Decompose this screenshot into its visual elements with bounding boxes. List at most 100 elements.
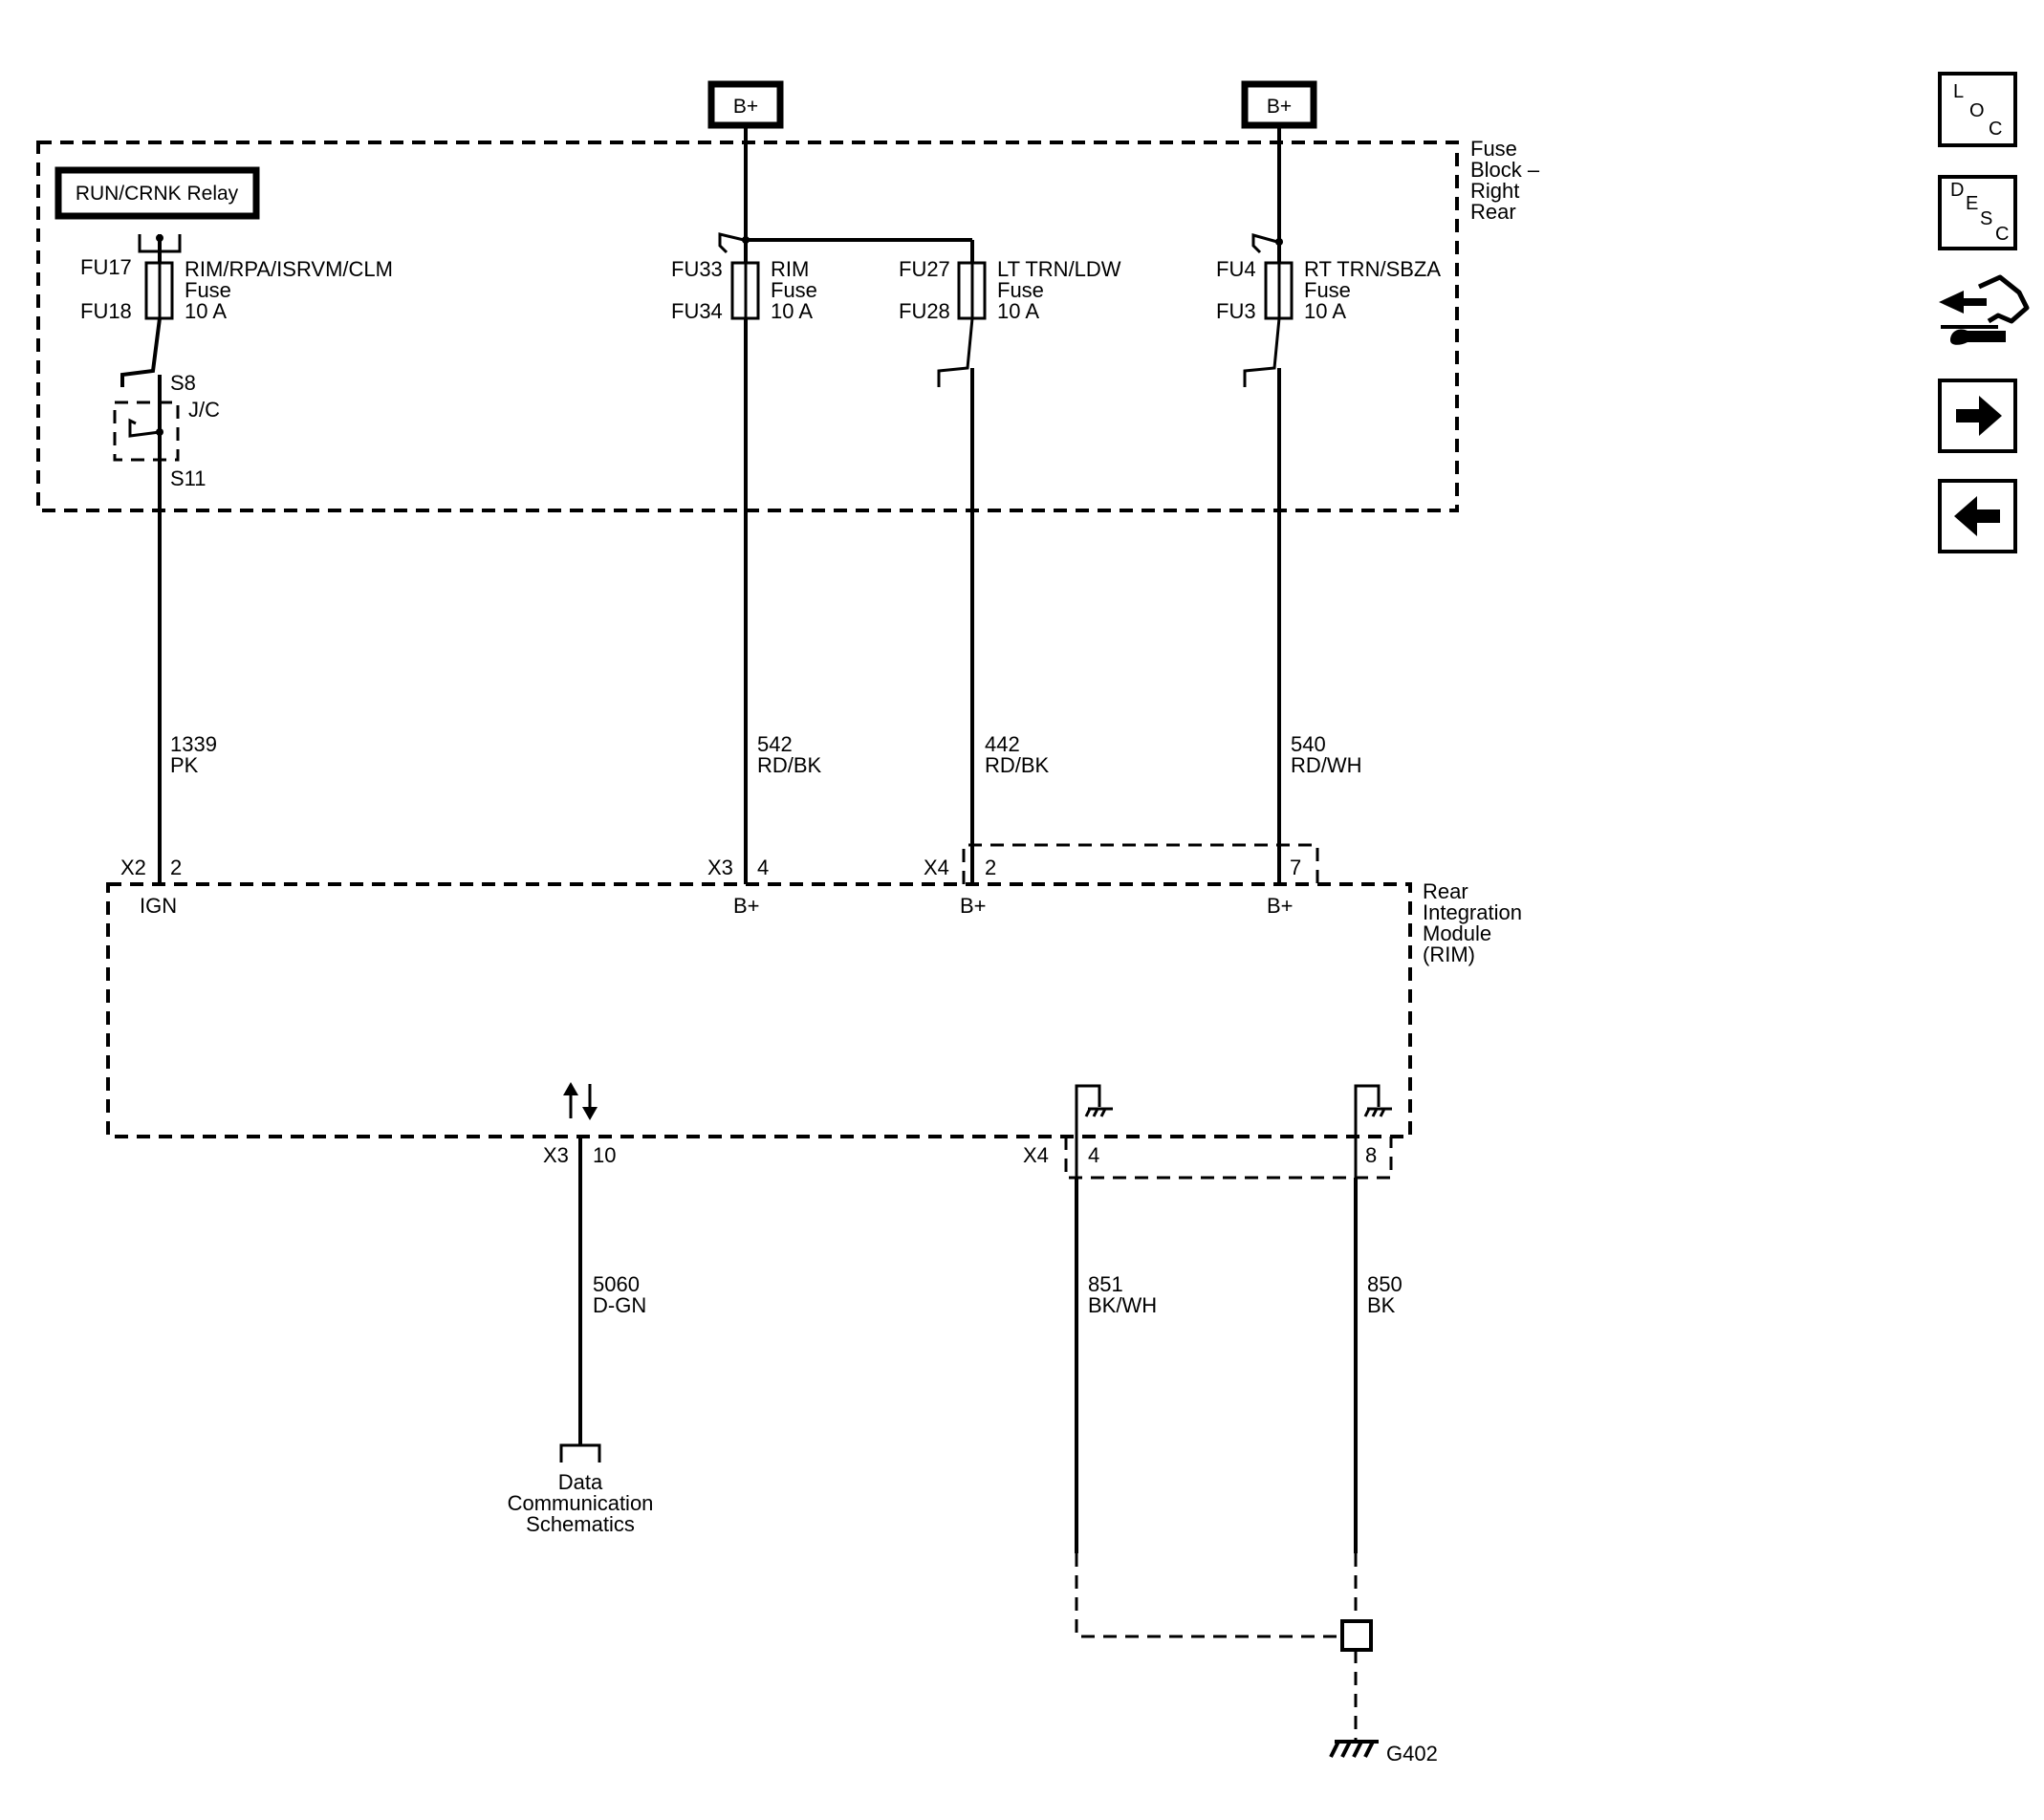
ground-eyelet — [1340, 1619, 1373, 1652]
connector-id: X3 — [543, 1143, 569, 1167]
fuse-block-label-line: Rear — [1470, 200, 1516, 224]
fuse-top-id: FU33 — [671, 257, 723, 281]
data-comm-reference-bracket[interactable] — [559, 1443, 601, 1462]
module-pin-x4-2: X4 2 B+ — [924, 856, 996, 918]
cavity-hook — [937, 317, 974, 387]
desc-letter: D — [1950, 180, 1964, 201]
wire-circuit: 851 — [1088, 1272, 1123, 1296]
fuse-fu4-fu3-labels: FU4 FU3 RT TRN/SBZA Fuse 10 A — [1216, 257, 1441, 323]
wire-label-542: 542 RD/BK — [757, 732, 822, 777]
wire-circuit: 542 — [757, 732, 793, 756]
wire-label-850: 850 BK — [1367, 1272, 1403, 1317]
wire-color: RD/BK — [757, 753, 822, 777]
pin-number: 2 — [170, 856, 182, 879]
loc-letter: C — [1989, 119, 2002, 140]
pin-number: 4 — [1088, 1143, 1099, 1167]
connector-end-view-icon[interactable] — [1939, 274, 2030, 345]
module-pin-x4-4: X4 4 — [1023, 1143, 1099, 1167]
wire-circuit: 5060 — [593, 1272, 640, 1296]
connector-id: X4 — [924, 856, 949, 879]
data-comm-line[interactable]: Schematics — [526, 1512, 635, 1536]
junction-name: J/C — [188, 398, 220, 422]
fuse-rating: 10 A — [1304, 299, 1346, 323]
bplus-source-left: B+ — [707, 80, 784, 129]
wire-circuit: 442 — [985, 732, 1020, 756]
wire-color: RD/WH — [1291, 753, 1362, 777]
bplus-label: B+ — [733, 96, 758, 118]
fuse-fu27-fu28-labels: FU27 FU28 LT TRN/LDW Fuse 10 A — [899, 257, 1121, 323]
wire-circuit: 1339 — [170, 732, 217, 756]
pin-function: B+ — [733, 894, 760, 918]
loc-letter: L — [1953, 81, 1964, 102]
fuse-name: RIM — [771, 257, 809, 281]
loc-letter: O — [1969, 100, 1985, 121]
wire-color: BK/WH — [1088, 1293, 1157, 1317]
module-label-line: Module — [1423, 921, 1491, 945]
fuse-top-id: FU27 — [899, 257, 950, 281]
fuse-bottom-id: FU3 — [1216, 299, 1256, 323]
module-label-line: Integration — [1423, 900, 1522, 924]
module-pin-x4-7: 7 B+ — [1267, 856, 1301, 918]
fuse-type: Fuse — [771, 278, 817, 302]
wire-label-540: 540 RD/WH — [1291, 732, 1362, 777]
module-pin-x3-4: X3 4 B+ — [707, 856, 769, 918]
internal-ground-icon — [1354, 1084, 1392, 1178]
data-comm-line[interactable]: Communication — [508, 1491, 654, 1515]
fuse-block-label-line: Block – — [1470, 158, 1540, 182]
next-page-button[interactable] — [1938, 379, 2017, 453]
fuse-top-id: FU4 — [1216, 257, 1256, 281]
pin-number: 7 — [1290, 856, 1301, 879]
fuse-block-label-line: Fuse — [1470, 137, 1517, 161]
rim-module-outline — [106, 882, 1412, 1138]
cavity-hook — [1243, 317, 1281, 387]
desc-letter: S — [1980, 208, 1992, 229]
fuse-name: LT TRN/LDW — [997, 257, 1121, 281]
fuse-top-id: FU17 — [80, 255, 132, 279]
data-comm-reference-label[interactable]: Data Communication Schematics — [508, 1470, 654, 1536]
desc-button[interactable]: D E S C — [1938, 175, 2017, 250]
fuse-type: Fuse — [185, 278, 231, 302]
wire-color: BK — [1367, 1293, 1396, 1317]
data-comm-line[interactable]: Data — [558, 1470, 603, 1494]
fuse-type: Fuse — [997, 278, 1044, 302]
chassis-ground-icon — [1329, 1740, 1379, 1758]
fuse-name: RT TRN/SBZA — [1304, 257, 1441, 281]
module-pin-x2-2: X2 2 IGN — [120, 856, 182, 918]
wire-label-442: 442 RD/BK — [985, 732, 1050, 777]
fuse-name: RIM/RPA/ISRVM/CLM — [185, 257, 393, 281]
pin-number: 10 — [593, 1143, 616, 1167]
fuse-block-label-line: Right — [1470, 179, 1519, 203]
rim-module-label: Rear Integration Module (RIM) — [1423, 879, 1522, 966]
x4-bottom-connector-outline — [1064, 1137, 1393, 1180]
previous-page-button[interactable] — [1938, 479, 2017, 553]
connector-id: X3 — [707, 856, 733, 879]
fuse-rating: 10 A — [771, 299, 813, 323]
ground-id: G402 — [1386, 1742, 1438, 1766]
wire-label-851: 851 BK/WH — [1088, 1272, 1157, 1317]
pin-function: IGN — [140, 894, 177, 918]
wire-color: RD/BK — [985, 753, 1050, 777]
loc-button[interactable]: L O C — [1938, 72, 2017, 147]
wire-circuit: 850 — [1367, 1272, 1403, 1296]
pin-number: 2 — [985, 856, 996, 879]
fuse-block-label: Fuse Block – Right Rear — [1470, 137, 1540, 224]
fuse-rating: 10 A — [997, 299, 1039, 323]
bplus-label: B+ — [1267, 96, 1292, 118]
fuse-fu17-fu18-labels: FU17 FU18 RIM/RPA/ISRVM/CLM Fuse 10 A — [80, 255, 393, 323]
run-crnk-relay-box: RUN/CRNK Relay — [54, 166, 260, 220]
relay-label: RUN/CRNK Relay — [76, 183, 239, 205]
internal-ground-icon — [1075, 1084, 1113, 1178]
fuse-bottom-id: FU28 — [899, 299, 950, 323]
wire-color: D-GN — [593, 1293, 646, 1317]
splice-dot — [1275, 238, 1283, 246]
pin-number: 4 — [757, 856, 769, 879]
fuse-bottom-id: FU18 — [80, 299, 132, 323]
wire-label-5060: 5060 D-GN — [593, 1272, 646, 1317]
fuse-type: Fuse — [1304, 278, 1351, 302]
arrow-right-icon — [1956, 396, 2002, 436]
fuse-bottom-id: FU34 — [671, 299, 723, 323]
module-pin-x4-8: 8 — [1365, 1143, 1377, 1167]
arrow-left-icon — [1954, 496, 2000, 536]
junction-labels: S8 J/C S11 — [170, 371, 220, 490]
